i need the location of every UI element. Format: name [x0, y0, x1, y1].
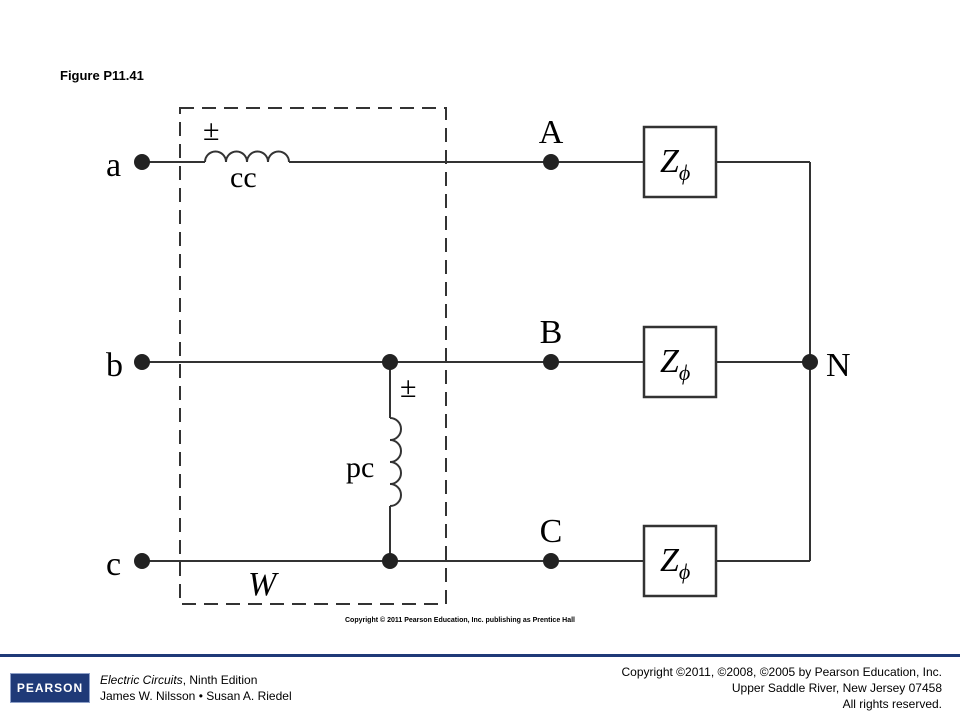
pearson-logo: PEARSON [10, 673, 90, 703]
terminal-b-dot [134, 354, 150, 370]
footer-divider [0, 654, 960, 657]
impedance-b-main: Z [660, 343, 680, 380]
book-title-line: Electric Circuits, Ninth Edition [100, 672, 292, 688]
potential-coil-label: pc [346, 451, 374, 484]
book-info: Electric Circuits, Ninth Edition James W… [100, 672, 292, 704]
diagram-copyright: Copyright © 2011 Pearson Education, Inc.… [345, 616, 575, 624]
impedance-box-a [642, 125, 718, 199]
impedance-box-c [642, 524, 718, 598]
pc-junction-top-dot [382, 354, 398, 370]
polarity-mark-pc: ± [400, 371, 416, 404]
book-title: Electric Circuits [100, 673, 183, 687]
node-B-dot [543, 354, 559, 370]
node-N-dot [802, 354, 818, 370]
circuit-diagram: a b c A B C N Zϕ Zϕ Zϕ ± cc ± pc W Copyr… [106, 107, 851, 624]
impedance-c-main: Z [660, 542, 680, 579]
pearson-logo-text: PEARSON [16, 681, 84, 695]
impedance-a-main: Z [660, 143, 680, 180]
pc-junction-bottom-dot [382, 553, 398, 569]
impedance-label-a: Zϕ [660, 143, 690, 185]
copyright-line-3: All rights reserved. [842, 697, 942, 711]
figure-title: Figure P11.41 [60, 68, 144, 83]
current-coil [204, 150, 290, 163]
book-authors: James W. Nilsson • Susan A. Riedel [100, 689, 292, 703]
impedance-c-sub: ϕ [679, 559, 690, 584]
label-b: b [106, 347, 123, 384]
publisher-copyright: Copyright ©2011, ©2008, ©2005 by Pearson… [621, 664, 942, 712]
node-A-dot [543, 154, 559, 170]
label-a: a [106, 147, 121, 184]
wattmeter-box [179, 107, 447, 605]
wattmeter-label: W [248, 566, 279, 603]
impedance-b-sub: ϕ [679, 360, 690, 385]
potential-coil [389, 417, 402, 507]
impedance-label-c: Zϕ [660, 542, 690, 584]
copyright-line-2: Upper Saddle River, New Jersey 07458 [731, 681, 942, 695]
current-coil-label: cc [230, 161, 257, 194]
impedance-a-sub: ϕ [679, 160, 690, 185]
label-N: N [826, 347, 851, 384]
terminal-c-dot [134, 553, 150, 569]
label-C: C [540, 513, 563, 550]
label-B: B [540, 314, 563, 351]
node-C-dot [543, 553, 559, 569]
label-A: A [539, 114, 564, 151]
copyright-line-1: Copyright ©2011, ©2008, ©2005 by Pearson… [621, 665, 942, 679]
terminal-a-dot [134, 154, 150, 170]
book-edition: , Ninth Edition [182, 673, 258, 687]
polarity-mark-cc: ± [203, 114, 219, 147]
label-c: c [106, 546, 121, 583]
impedance-label-b: Zϕ [660, 343, 690, 385]
